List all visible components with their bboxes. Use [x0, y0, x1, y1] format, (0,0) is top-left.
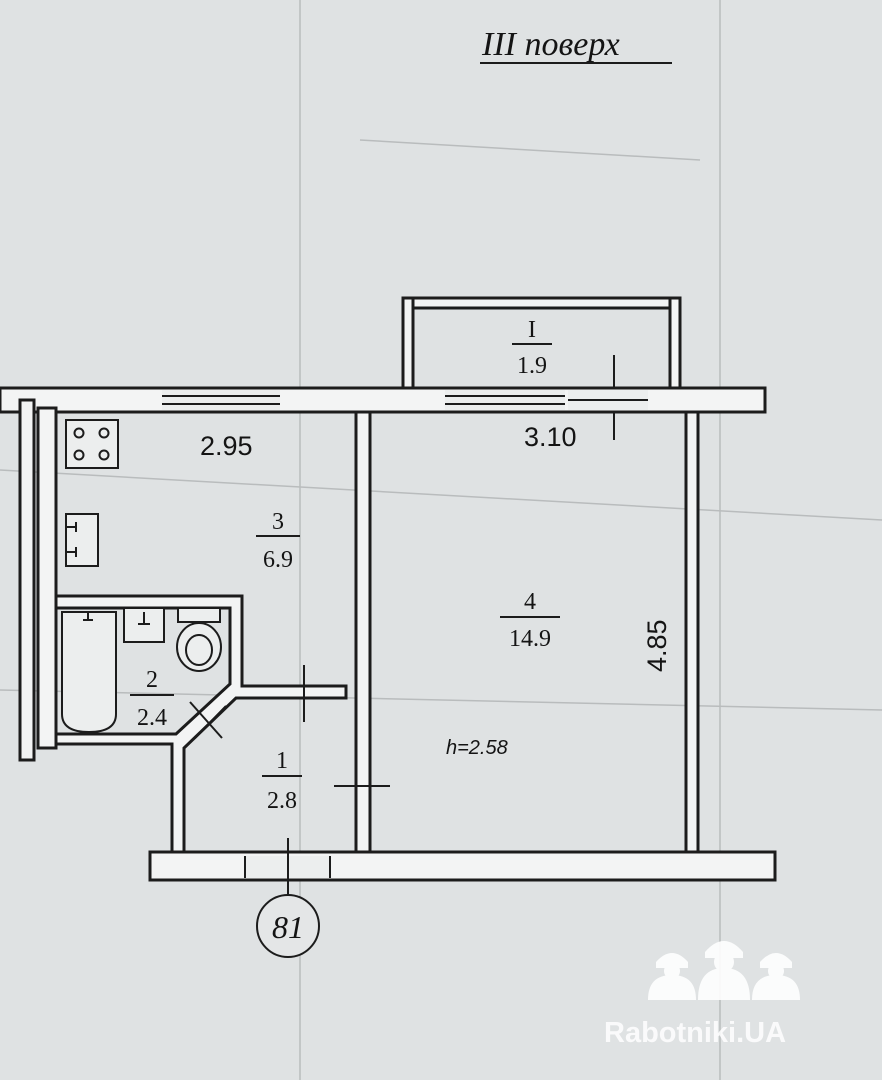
dimension-room-width: 3.10 [524, 422, 577, 452]
room-area: 14.9 [509, 626, 551, 652]
door-marks [189, 665, 390, 895]
floor-title: III поверх [481, 26, 620, 63]
room-number: 1 [276, 748, 288, 774]
three-workers-in-hardhats-icon [648, 941, 800, 1000]
room-window [445, 390, 565, 410]
exterior-wall-right [684, 410, 700, 857]
room-label-bathroom: 2 2.4 [130, 667, 174, 731]
stove-icon [65, 419, 119, 469]
bathtub-icon [61, 611, 117, 734]
dimension-room-length: 4.85 [642, 619, 672, 672]
apartment-number-badge: 81 [256, 894, 320, 958]
kitchen-window [162, 390, 280, 410]
toilet-icon [176, 607, 222, 672]
room-area: 1.9 [517, 353, 547, 379]
balcony-door [568, 390, 648, 410]
room-label-hallway: 1 2.8 [262, 748, 302, 814]
exterior-wall-bottom [148, 850, 777, 882]
watermark: Rabotniki.UA [604, 941, 800, 1049]
room-area: 6.9 [263, 547, 293, 573]
left-walls [18, 398, 58, 762]
ceiling-height: h=2.58 [446, 737, 508, 759]
room-area: 2.4 [137, 705, 167, 731]
kitchen-sink-icon [65, 513, 99, 567]
room-area: 2.8 [267, 788, 297, 814]
room-number: 2 [146, 667, 158, 693]
dimension-kitchen-width: 2.95 [200, 431, 253, 461]
balcony [401, 296, 682, 440]
room-number: I [528, 317, 536, 343]
apartment-number: 81 [272, 909, 304, 945]
room-number: 4 [524, 589, 536, 615]
room-label-balcony: I 1.9 [512, 317, 552, 379]
watermark-text: Rabotniki.UA [604, 1017, 786, 1049]
room-number: 3 [272, 509, 284, 535]
room-label-living-room: 4 14.9 [500, 589, 560, 652]
room-label-kitchen: 3 6.9 [256, 509, 300, 573]
exterior-wall-top [0, 386, 767, 414]
bathroom-sink-icon [123, 607, 165, 643]
